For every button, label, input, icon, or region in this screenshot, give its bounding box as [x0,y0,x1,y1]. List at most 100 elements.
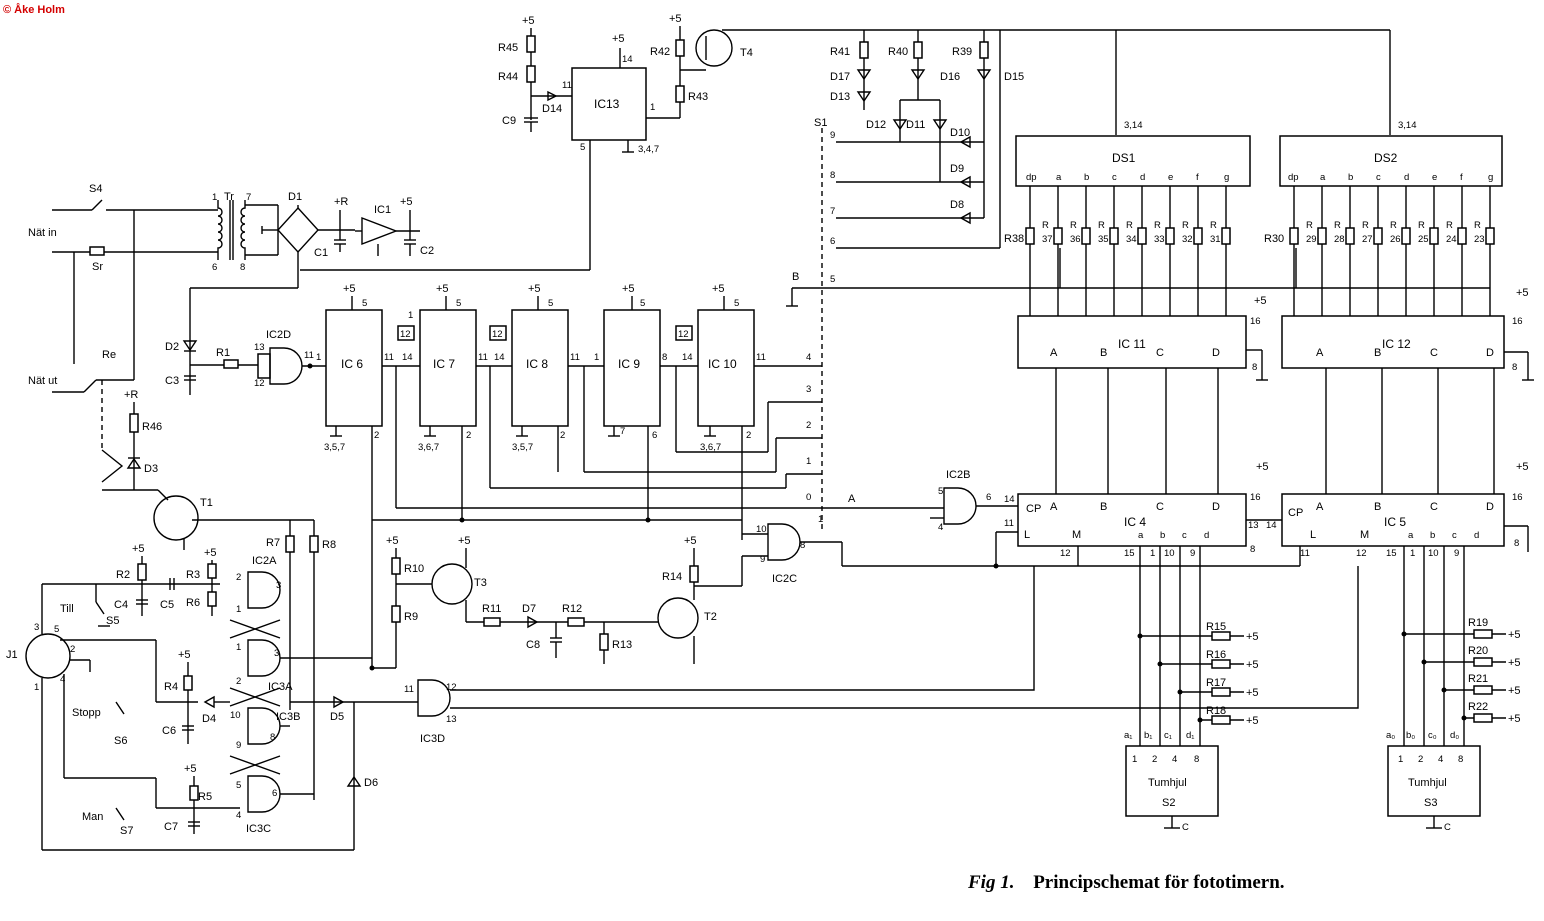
decoder-ic12: IC 12 A B C D +5 16 8 [1281,287,1534,381]
ic3d-gate [417,679,451,717]
stopp-label: Stopp [72,707,101,719]
ds1-seg-g: g [1224,172,1229,183]
ic3b-pin-8: 8 [270,732,275,743]
r8-resistor [309,535,319,553]
d17-led [856,69,872,81]
t2-label: T2 [704,611,717,623]
ic2d-input-box [257,353,271,379]
r32-prefix: R [1182,220,1189,231]
ic10-label: IC 10 [708,357,737,371]
tr-pin-8: 8 [240,262,245,273]
pullup-resistor [1473,713,1493,723]
ic12-box [1281,315,1505,369]
s2-c1: c₁ [1164,730,1172,741]
control-latch: R7 R8 IC2A 2 1 3 IC3A 1 2 3 IC3B 10 9 8 … [229,520,396,835]
ic3d-label: IC3D [420,733,445,745]
ic5-in-b: B [1374,501,1381,513]
ic4-d: d [1204,530,1209,541]
r23-prefix: R [1474,220,1481,231]
ds2-seg-a: a [1320,172,1326,183]
ic7-pin-1: 1 [408,310,413,321]
r31-prefix: R [1210,220,1217,231]
ic9-pin-6: 6 [652,430,657,441]
plus5-ic4: +5 [1256,461,1269,473]
s2-label: S2 [1162,797,1175,809]
tr-label: Tr [224,191,234,203]
s1-pos-1: 1 [806,456,811,467]
d11-label: D11 [906,119,925,131]
d4-diode [203,695,215,709]
s2-d1: d₁ [1186,730,1195,741]
plus5-ic1: +5 [400,196,413,208]
junction-dot [1177,689,1183,695]
r44-resistor [526,65,536,83]
r20-label: R20 [1468,645,1488,657]
r9-resistor [391,605,401,623]
plus5-r3: +5 [204,547,217,559]
pullup-labels-s3: R19 R20 R21 R22 +5 +5 +5 +5 [1468,617,1521,725]
ic7-gnd-pins: 3,6,7 [418,442,439,453]
ic3a-gate [247,639,281,677]
s3-w1: 1 [1398,754,1403,765]
ic2a-pin-2: 2 [236,572,241,583]
r35-label: 35 [1098,234,1109,245]
decoder-ic11: IC 11 A B C D +5 16 8 [1017,295,1268,381]
ic2d-pin-12: 12 [254,378,265,389]
figure-title: Principschemat för fototimern. [1033,872,1285,893]
junction-dot [1441,687,1447,693]
j1-pin-1: 1 [34,682,39,693]
s1-label: S1 [814,117,827,129]
ic2a-pin-3: 3 [276,580,281,591]
ic3b-pin-9: 9 [236,740,241,751]
d3-label: D3 [144,463,158,475]
s3-c0: c₀ [1428,730,1437,741]
d12-label: D12 [866,119,886,131]
r6-resistor [207,591,217,607]
ic7-pin12-box [397,325,415,341]
d6-label: D6 [364,777,378,789]
relay-coil [101,449,124,483]
c3-label: C3 [165,375,179,387]
plus-r-label: +R [334,196,348,208]
c5-label: C5 [160,599,174,611]
ic2d-gate [269,347,303,385]
ic12-in-a: A [1316,347,1324,359]
wire-ic3d-12 [450,566,1035,691]
d17-label: D17 [830,71,850,83]
nat-ut-label: Nät ut [28,375,57,387]
ds1-label: DS1 [1112,151,1136,165]
cross-coupling [229,619,281,775]
t3-transistor [431,563,473,605]
ds2-box [1279,135,1503,187]
ic11-box [1017,315,1247,369]
r14-resistor [689,565,699,583]
ic6-box [325,309,383,427]
ic12-pin-16: 16 [1512,316,1523,327]
r7-label: R7 [266,537,280,549]
r39-resistor [979,41,989,59]
s2-w4: 4 [1172,754,1177,765]
s3-w8: 8 [1458,754,1463,765]
ds2-segment-resistor [1457,227,1467,245]
ic6-label: IC 6 [341,357,363,371]
j1-pin-3: 3 [34,622,39,633]
plus5-ic5: +5 [1516,461,1529,473]
ic5-c: c [1452,530,1457,541]
s4-label: S4 [89,183,102,195]
r25-prefix: R [1418,220,1425,231]
ic4-in-a: A [1050,501,1058,513]
ic2c-pin-10: 10 [756,524,767,535]
plus5-ic8: +5 [528,283,541,295]
ic10-pin-12: 12 [678,329,689,340]
r24-label: 24 [1446,234,1457,245]
s3-b0: b₀ [1406,730,1415,741]
thumbwheel-s3: 1 2 4 8 Tumhjul S3 a₀ b₀ c₀ d₀ C [1386,730,1481,833]
transformer-primary [217,200,223,260]
man-label: Man [82,811,103,823]
r15-label: R15 [1206,621,1226,633]
ds2-seg-f: f [1460,172,1463,183]
r9-label: R9 [404,611,418,623]
d3-diode [126,457,142,469]
r3-resistor [207,563,217,579]
ic9-pin-1: 1 [594,352,599,363]
